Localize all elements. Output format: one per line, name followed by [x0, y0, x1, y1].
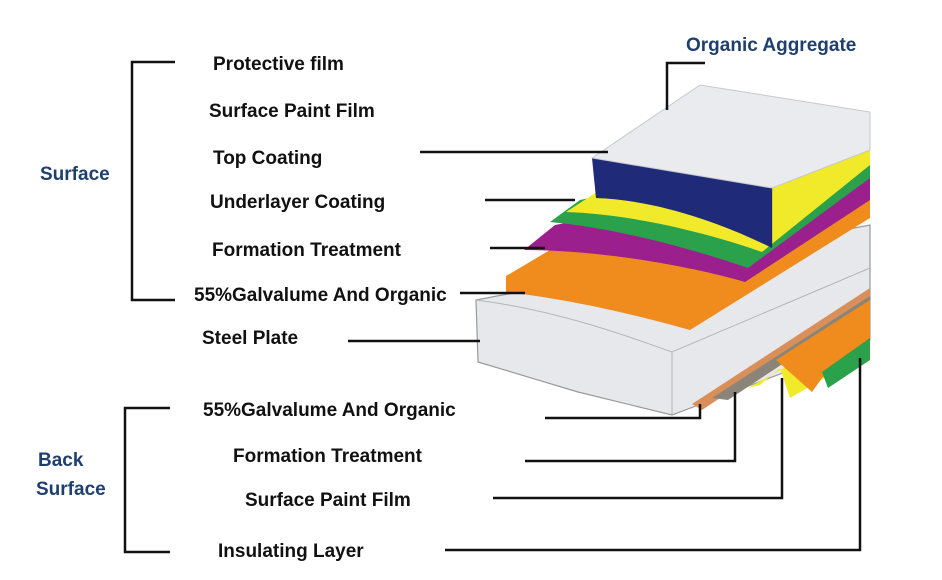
back-surface-group-label-line2: Surface	[36, 479, 106, 500]
surface-group-label: Surface	[40, 164, 110, 185]
back-orange-layer	[776, 300, 870, 392]
leader-organic-aggregate	[665, 61, 705, 110]
back-copper-layer	[692, 288, 870, 410]
panel-illustration	[475, 84, 871, 416]
label-galvalume-back: 55%Galvalume And Organic	[203, 400, 456, 421]
leader-back-formation	[525, 392, 737, 463]
label-formation-treatment: Formation Treatment	[212, 240, 402, 261]
back-grey-layer	[712, 296, 870, 400]
label-steel-plate: Steel Plate	[202, 328, 298, 349]
back-surface-bracket	[123, 406, 170, 554]
label-insulating-layer: Insulating Layer	[218, 541, 364, 562]
label-protective-film: Protective film	[213, 54, 344, 75]
label-galvalume-front: 55%Galvalume And Organic	[194, 285, 447, 306]
label-underlayer-coating: Underlayer Coating	[210, 192, 385, 213]
leader-back-paint-film	[493, 378, 784, 500]
protective-film-layer	[590, 84, 871, 189]
back-surface-group-label-line1: Back	[38, 450, 84, 471]
steel-plate-top-edge	[475, 267, 871, 353]
leader-back-galvalume	[545, 404, 702, 420]
label-surface-paint-film-back: Surface Paint Film	[245, 490, 411, 511]
surface-bracket	[130, 60, 175, 302]
organic-aggregate-label: Organic Aggregate	[686, 35, 856, 56]
back-green-layer	[822, 338, 870, 388]
label-surface-paint-film: Surface Paint Film	[209, 101, 375, 122]
label-top-coating: Top Coating	[213, 148, 322, 169]
label-formation-treatment-back: Formation Treatment	[233, 446, 423, 467]
leader-insulating-layer	[445, 358, 862, 552]
